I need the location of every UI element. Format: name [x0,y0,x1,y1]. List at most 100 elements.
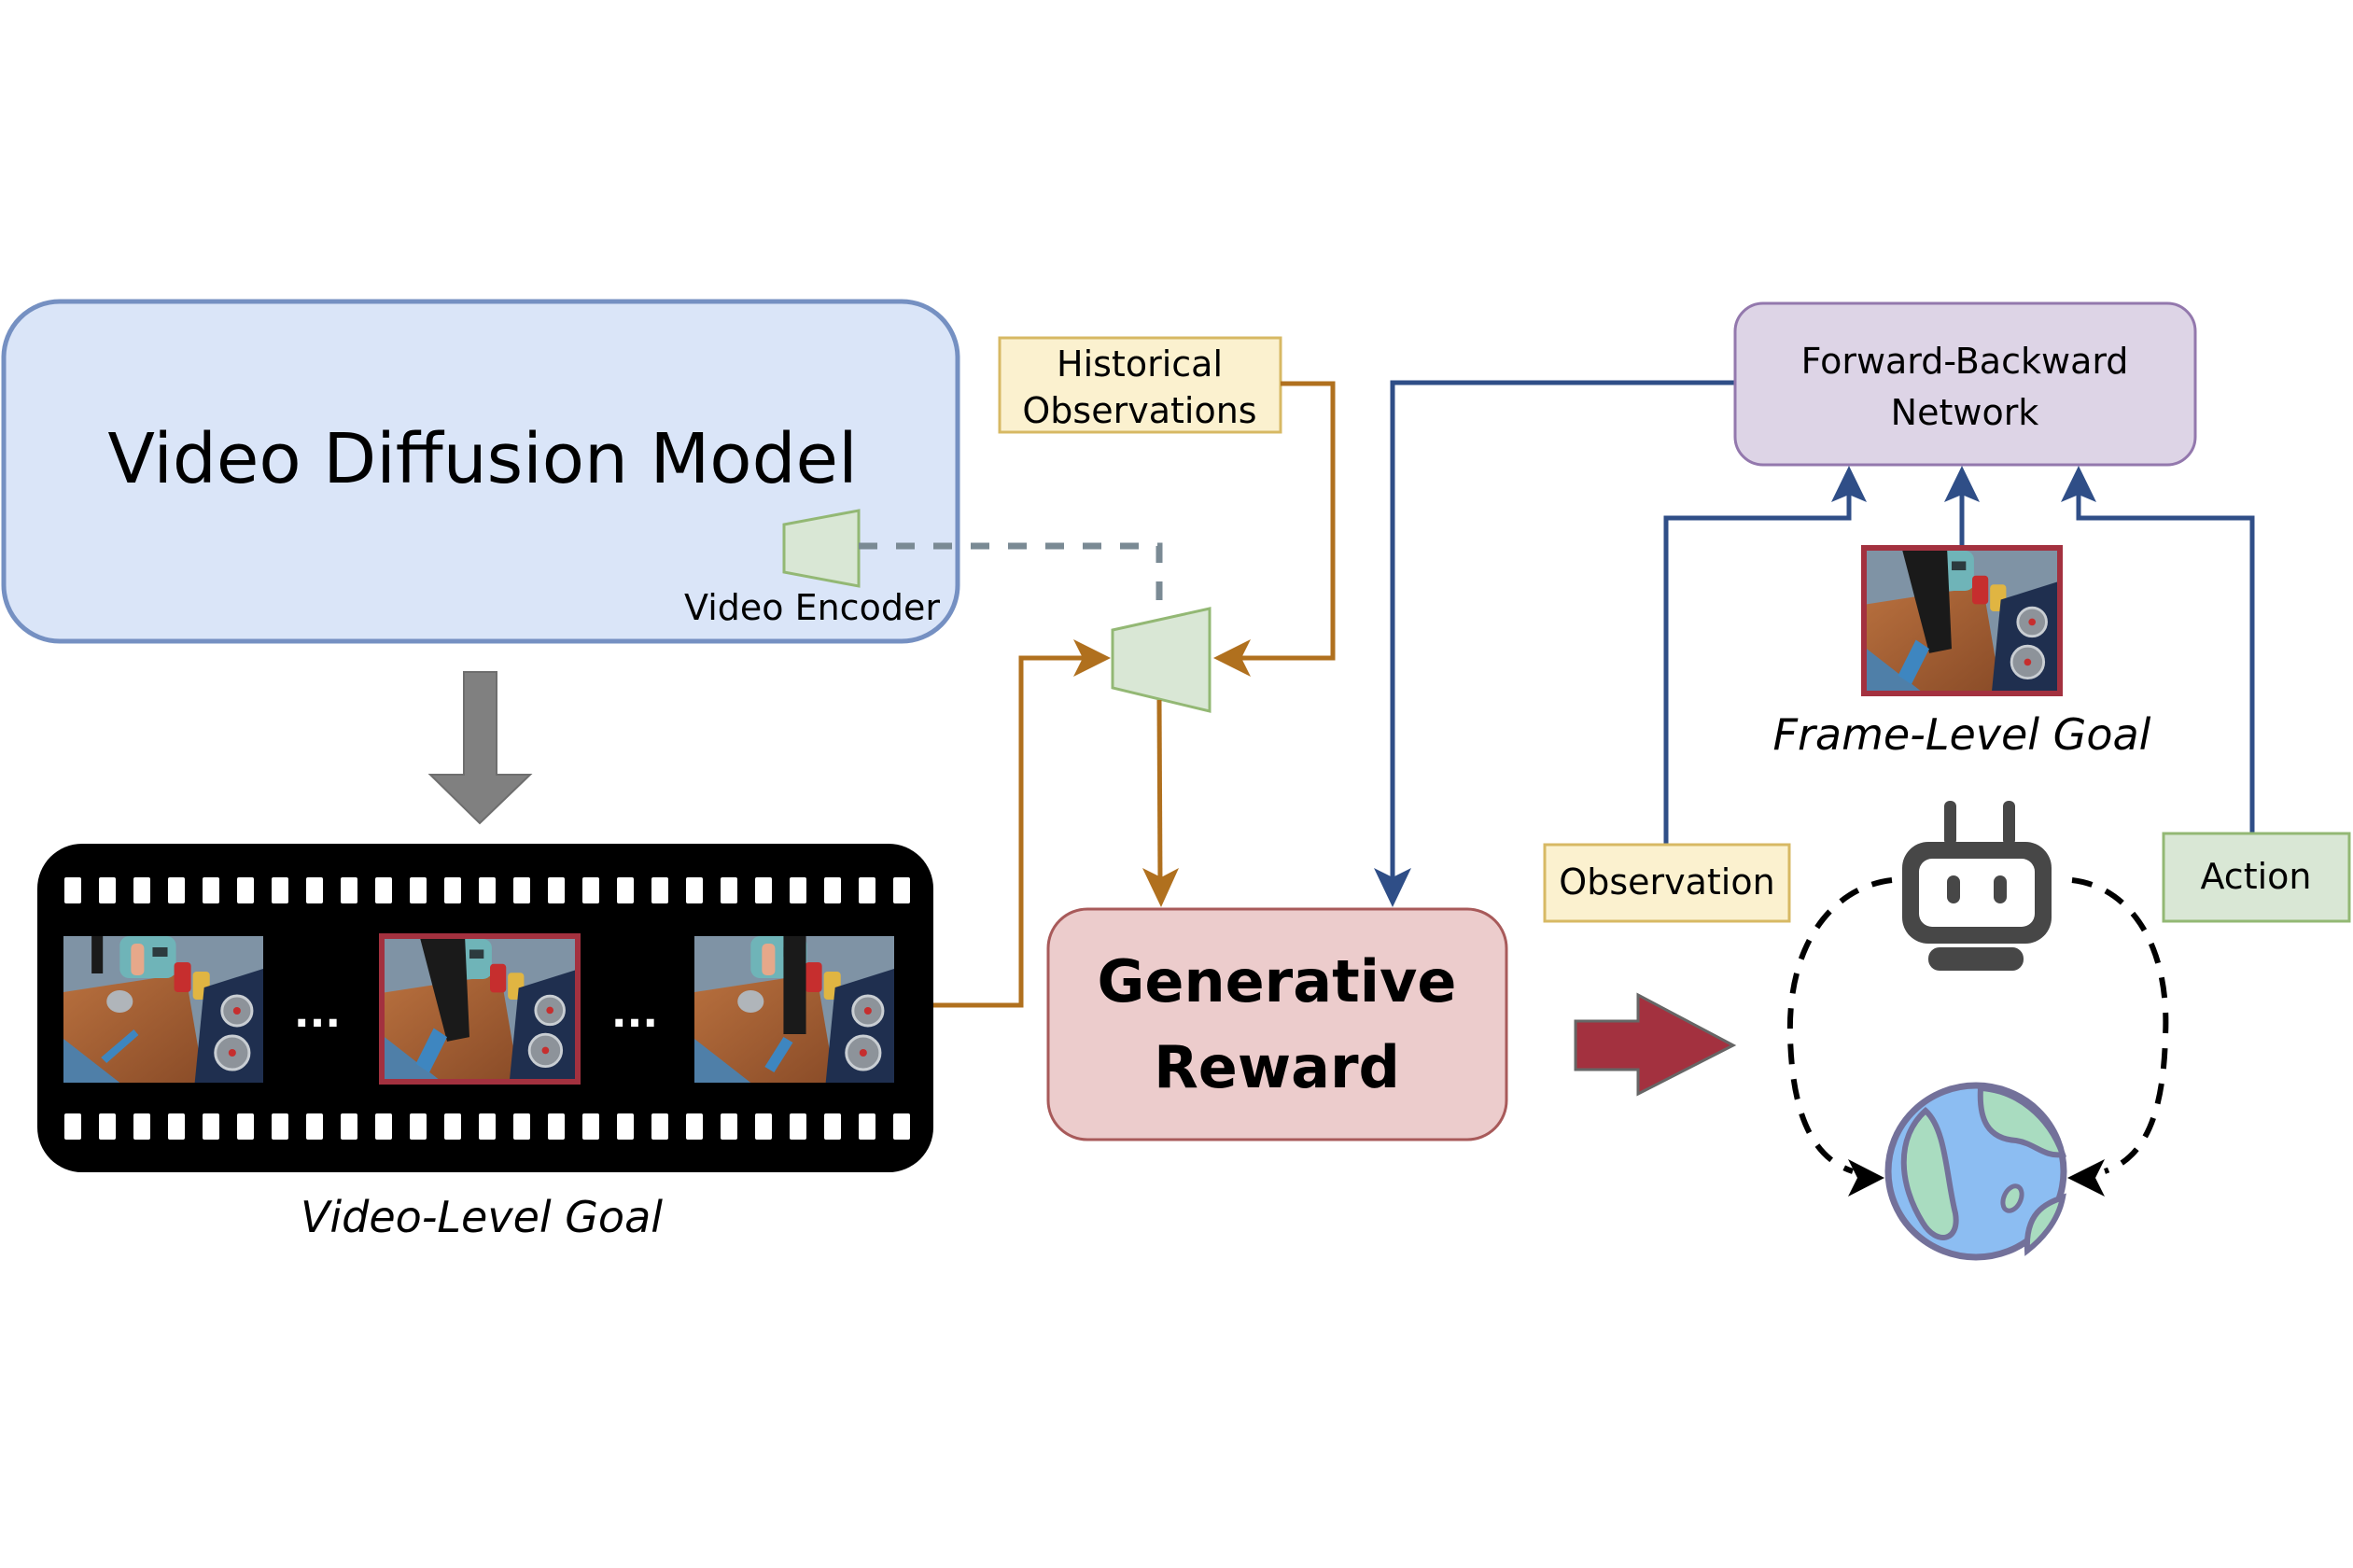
sprocket-hole [513,1113,530,1140]
frame-level-goal-image [1867,551,2057,691]
historical-observations-box[interactable]: Historical Observations [998,336,1282,434]
sprocket-hole [651,1113,668,1140]
filmstrip-to-encoder-line [933,655,1087,1008]
sprocket-hole [444,1113,461,1140]
encoder-to-reward-line [1156,699,1163,883]
arrowhead-historical-encoder [1213,639,1251,677]
ellipsis-left: ... [294,989,341,1037]
fb-line1: Forward-Backward [1801,341,2129,382]
sprocket-hole [686,877,703,903]
sprocket-hole [237,1113,254,1140]
sprocket-hole [824,877,841,903]
sprocket-hole [893,877,910,903]
arrowhead-action-fb [2061,466,2096,502]
sprocket-hole [893,1113,910,1140]
sprocket-hole [686,1113,703,1140]
sprocket-hole [548,877,565,903]
sprocket-hole [133,1113,150,1140]
sprocket-hole [272,877,288,903]
sprocket-hole [203,1113,219,1140]
sprocket-hole [133,877,150,903]
observation-box[interactable]: Observation [1543,843,1791,923]
arrowhead-observation-fb [1831,466,1867,502]
sprocket-hole [272,1113,288,1140]
action-label: Action [2200,856,2311,897]
video-diffusion-model-box[interactable]: Video Diffusion Model Video Encoder [1,299,960,644]
sprocket-hole [617,1113,634,1140]
sprocket-hole [306,877,323,903]
sprocket-row-bottom [64,1113,910,1140]
fb-line2: Network [1891,392,2039,433]
arrowhead-fb-reward [1374,868,1411,907]
encoder-dashed-connector [859,542,1163,618]
historical-to-encoder-line [1237,381,1336,661]
historical-line2: Observations [1022,390,1256,431]
sprocket-hole [375,1113,392,1140]
sprocket-hole [341,1113,357,1140]
sprocket-hole [790,1113,806,1140]
generative-reward-box[interactable]: Generative Reward [1046,907,1508,1141]
sprocket-hole [237,877,254,903]
action-to-fb-line [2076,490,2255,833]
sprocket-hole [99,1113,116,1140]
reward-encoder-icon [1111,607,1212,713]
sprocket-hole [582,877,599,903]
video-level-goal-filmstrip: ... ... [37,844,933,1172]
sprocket-hole [651,877,668,903]
fb-to-reward-line [1390,380,1735,882]
sprocket-hole [479,1113,496,1140]
sprocket-hole [790,877,806,903]
sprocket-hole [617,877,634,903]
generate-arrow-icon [427,671,533,825]
action-box[interactable]: Action [2162,832,2351,923]
arrowhead-loop-right [2067,1159,2105,1197]
sprocket-hole [824,1113,841,1140]
sprocket-hole [168,877,185,903]
video-frame-end [694,936,894,1083]
arrowhead-filmstrip-encoder [1073,639,1111,677]
video-encoder-icon [782,509,861,588]
ellipsis-right: ... [611,989,658,1037]
sprocket-hole [755,877,772,903]
agent-env-loop-left [1786,877,1893,1174]
arrowhead-loop-left [1848,1159,1884,1197]
sprocket-hole [410,877,427,903]
observation-to-fb-line [1663,490,1852,845]
sprocket-row-top [64,877,910,903]
arrowhead-frame-goal-fb [1944,466,1980,502]
sprocket-hole [755,1113,772,1140]
forward-backward-network-box[interactable]: Forward-Backward Network [1733,301,2197,467]
sprocket-hole [444,877,461,903]
generative-reward-line1: Generative [1098,947,1457,1015]
sprocket-hole [341,877,357,903]
sprocket-hole [859,877,875,903]
video-level-goal-label: Video-Level Goal [301,1192,663,1242]
frame-level-goal-label: Frame-Level Goal [1773,709,2151,760]
sprocket-hole [479,877,496,903]
sprocket-hole [582,1113,599,1140]
agent-env-loop-right [2071,877,2169,1174]
sprocket-hole [168,1113,185,1140]
sprocket-hole [99,877,116,903]
sprocket-hole [410,1113,427,1140]
red-arrow-icon [1574,992,1737,1097]
sprocket-hole [513,877,530,903]
historical-line1: Historical [1057,343,1223,385]
sprocket-hole [721,1113,737,1140]
sprocket-hole [306,1113,323,1140]
sprocket-hole [203,877,219,903]
sprocket-hole [375,877,392,903]
sprocket-hole [64,877,81,903]
sprocket-hole [64,1113,81,1140]
arrowhead-encoder-reward [1142,868,1179,907]
observation-label: Observation [1559,861,1774,903]
sprocket-hole [548,1113,565,1140]
sprocket-hole [859,1113,875,1140]
robot-icon [1902,801,2052,971]
video-frame-goal [385,939,575,1079]
video-frame-start [63,936,263,1083]
sprocket-hole [721,877,737,903]
video-encoder-label: Video Encoder [684,587,940,628]
vdm-title: Video Diffusion Model [107,419,857,499]
